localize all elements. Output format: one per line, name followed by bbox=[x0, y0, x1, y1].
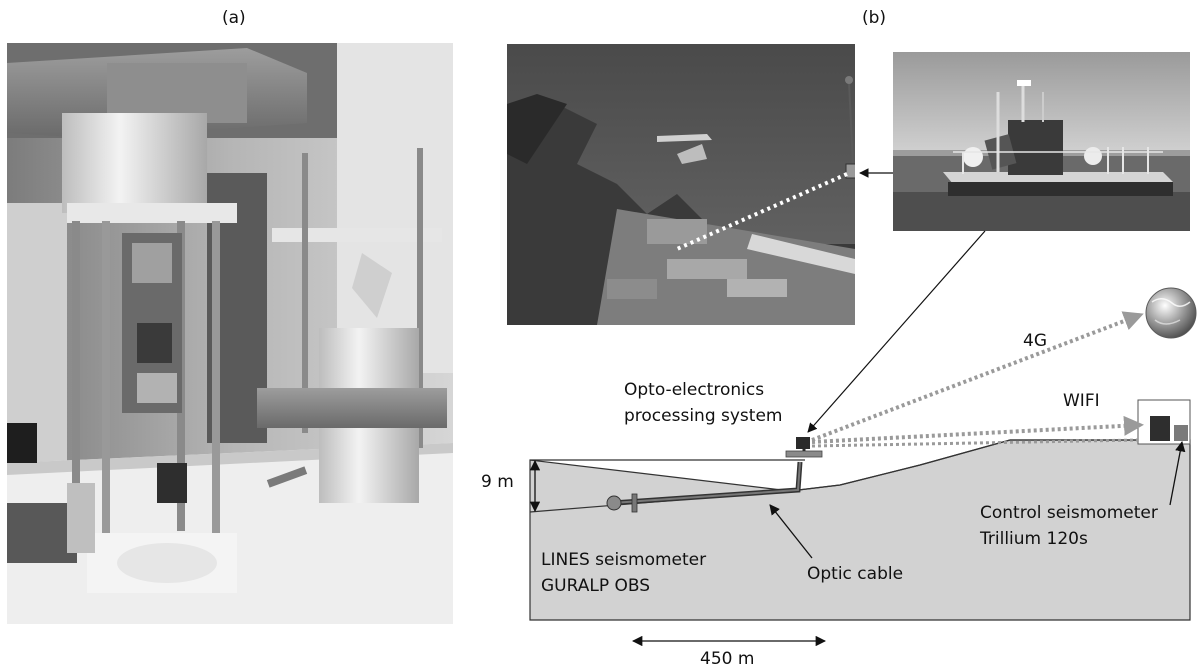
opto-label-line1: Opto-electronics bbox=[624, 380, 765, 400]
lines-seismometer-icon bbox=[606, 495, 622, 511]
buoy-platform bbox=[785, 450, 823, 458]
optic-cable bbox=[611, 461, 803, 506]
lines-label-line1: LINES seismometer bbox=[541, 550, 707, 570]
control-label-line1: Control seismometer bbox=[980, 503, 1158, 523]
globe-icon bbox=[1145, 287, 1197, 339]
link-wifi-label: WIFI bbox=[1063, 391, 1100, 411]
control-logger-icon bbox=[1174, 425, 1188, 441]
control-label-line2: Trillium 120s bbox=[980, 529, 1088, 549]
guralp-obs-icon bbox=[631, 493, 638, 513]
panel-a-label: (a) bbox=[222, 8, 246, 28]
control-station-frame bbox=[1137, 399, 1191, 445]
control-seismometer-icon bbox=[1150, 416, 1170, 441]
control-pointer-arrow bbox=[1169, 440, 1186, 506]
processing-system-icon bbox=[796, 437, 810, 449]
link-4g-label: 4G bbox=[1023, 331, 1047, 351]
distance-label: 450 m bbox=[700, 649, 755, 669]
link-wifi-lower bbox=[811, 438, 1139, 448]
lines-label-line2: GURALP OBS bbox=[541, 576, 651, 596]
cable-pointer-arrow bbox=[769, 504, 813, 559]
panel-b-label: (b) bbox=[862, 8, 887, 28]
opto-label-line2: processing system bbox=[624, 406, 783, 426]
link-wifi-upper bbox=[811, 415, 1144, 444]
photo-instrument-prototype bbox=[7, 43, 453, 624]
photo-coastal-aerial bbox=[507, 44, 855, 325]
cable-label: Optic cable bbox=[807, 564, 904, 584]
photo-floating-platform bbox=[893, 52, 1190, 231]
link-4g bbox=[811, 311, 1144, 442]
depth-label: 9 m bbox=[481, 472, 514, 492]
